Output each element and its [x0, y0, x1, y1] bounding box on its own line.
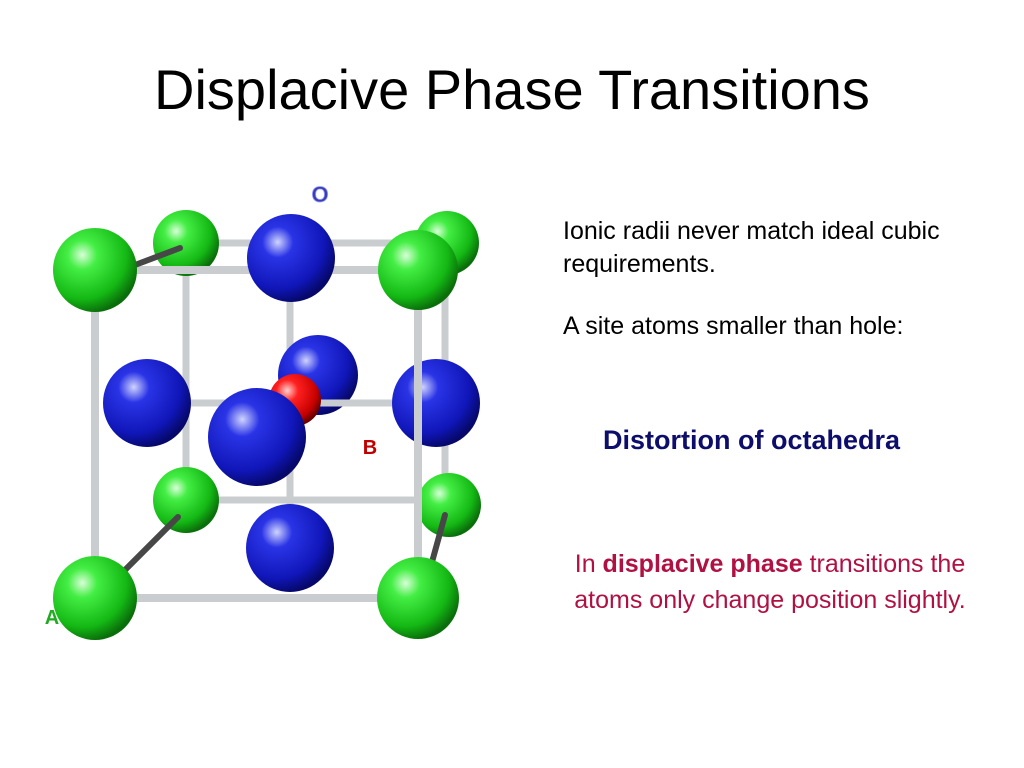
a-site-atom	[53, 228, 137, 312]
note-ionic-radii: Ionic radii never match ideal cubic requ…	[563, 217, 940, 278]
slide-title: Displacive Phase Transitions	[154, 58, 870, 121]
oxygen-atom	[392, 359, 480, 447]
a-site-atom	[417, 473, 481, 537]
a-site-atom	[377, 557, 459, 639]
oxygen-atom	[208, 388, 306, 486]
bond-sticks	[122, 245, 448, 573]
label-a-site: A	[45, 607, 59, 629]
oxygen-atom	[246, 504, 334, 592]
oxygen-atom	[103, 359, 191, 447]
label-oxygen: O	[311, 182, 328, 207]
a-site-atom	[153, 467, 219, 533]
displacive-summary: In displacive phase transitions the atom…	[560, 546, 980, 618]
a-site-atom	[53, 556, 137, 640]
a-site-atom	[378, 230, 458, 310]
summary-prefix: In	[574, 550, 603, 578]
oxygen-atom	[247, 214, 335, 302]
summary-suffix: transitions the atoms only change positi…	[574, 550, 966, 614]
distortion-heading: Distortion of octahedra	[603, 425, 901, 455]
label-b-site: B	[363, 437, 377, 459]
note-a-site-atoms: A site atoms smaller than hole:	[563, 312, 904, 340]
a-site-atom	[153, 210, 219, 276]
summary-bold-term: displacive phase	[602, 550, 803, 578]
